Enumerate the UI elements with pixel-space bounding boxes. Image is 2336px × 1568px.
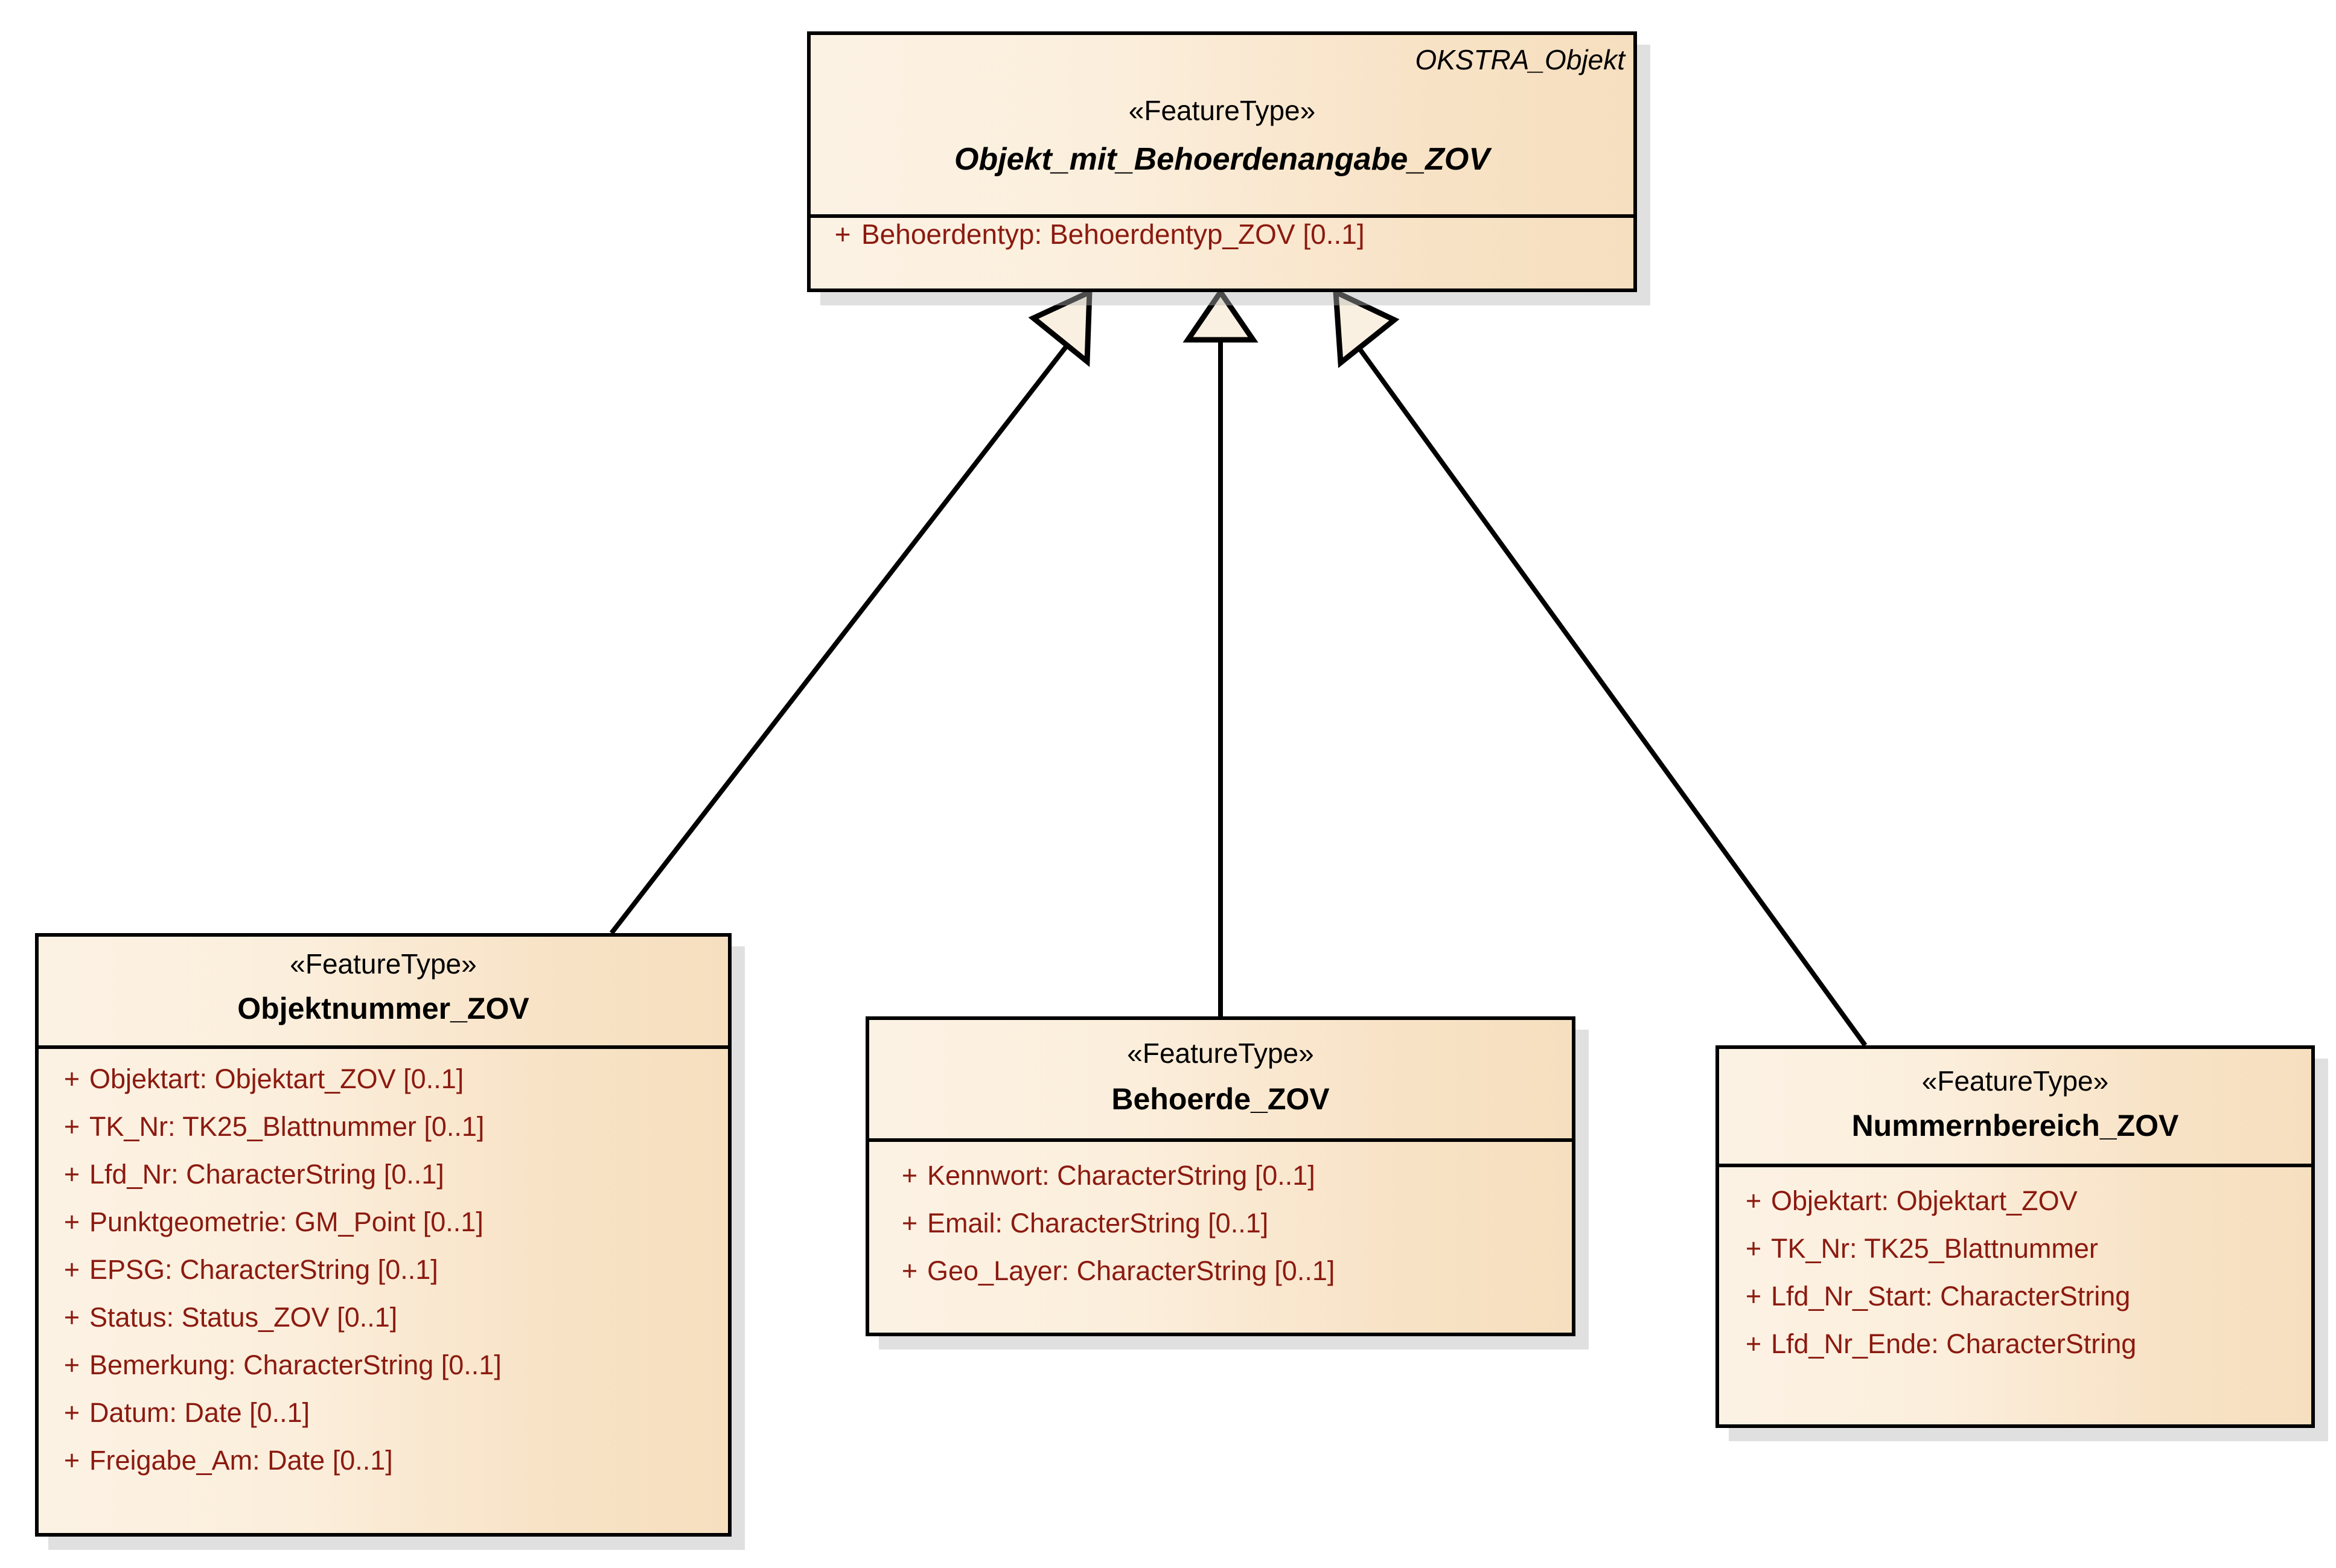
attribute-label: Freigabe_Am: Date [0..1] xyxy=(89,1445,393,1476)
qualified-name-label: OKSTRA_Objekt xyxy=(1415,44,1625,75)
class-box-behoerde-zov[interactable]: «FeatureType» Behoerde_ZOV + Kennwort: C… xyxy=(866,1016,1575,1336)
visibility-marker: + xyxy=(1745,1281,1762,1311)
attribute-label: TK_Nr: TK25_Blattnummer xyxy=(1771,1233,2098,1264)
visibility-marker: + xyxy=(63,1397,80,1428)
attribute-label: Geo_Layer: CharacterString [0..1] xyxy=(927,1255,1335,1286)
attribute-label: EPSG: CharacterString [0..1] xyxy=(89,1254,438,1285)
compartment-divider xyxy=(39,1045,728,1049)
visibility-marker: + xyxy=(63,1159,80,1190)
attribute-compartment: + Objektart: Objektart_ZOV [0..1] + TK_N… xyxy=(39,1049,728,1493)
stereotype-label: «FeatureType» xyxy=(1127,1037,1314,1069)
visibility-marker: + xyxy=(901,1160,918,1191)
attribute-row: + Lfd_Nr_Start: CharacterString xyxy=(1719,1281,2311,1328)
generalization-arrowhead-triangle xyxy=(1182,287,1259,343)
attribute-row: + Behoerdentyp: Behoerdentyp_ZOV [0..1] xyxy=(811,218,1633,273)
class-box-objekt-mit-behoerdenangabe-zov[interactable]: OKSTRA_Objekt «FeatureType» Objekt_mit_B… xyxy=(807,31,1637,292)
attribute-compartment: + Behoerdentyp: Behoerdentyp_ZOV [0..1] xyxy=(811,218,1633,273)
compartment-divider xyxy=(811,214,1633,218)
visibility-marker: + xyxy=(63,1302,80,1333)
attribute-compartment: + Kennwort: CharacterString [0..1] + Ema… xyxy=(869,1142,1572,1303)
attribute-label: Datum: Date [0..1] xyxy=(89,1397,310,1428)
stereotype-label: «FeatureType» xyxy=(290,948,477,980)
attribute-row: + Bemerkung: CharacterString [0..1] xyxy=(39,1350,728,1397)
attribute-label: Lfd_Nr: CharacterString [0..1] xyxy=(89,1159,444,1190)
class-box-objektnummer-zov[interactable]: «FeatureType» Objektnummer_ZOV + Objekta… xyxy=(35,933,732,1537)
compartment-divider xyxy=(869,1138,1572,1142)
class-header: «FeatureType» Objektnummer_ZOV xyxy=(39,937,728,1024)
attribute-label: Status: Status_ZOV [0..1] xyxy=(89,1302,398,1333)
class-name-label: Objektnummer_ZOV xyxy=(237,992,529,1025)
visibility-marker: + xyxy=(63,1350,80,1380)
attribute-label: Objektart: Objektart_ZOV [0..1] xyxy=(89,1063,464,1094)
attribute-row: + TK_Nr: TK25_Blattnummer [0..1] xyxy=(39,1111,728,1159)
visibility-marker: + xyxy=(834,218,851,250)
visibility-marker: + xyxy=(1745,1185,1762,1216)
compartment-divider xyxy=(1719,1164,2311,1167)
attribute-row: + Lfd_Nr_Ende: CharacterString xyxy=(1719,1328,2311,1376)
visibility-marker: + xyxy=(1745,1233,1762,1264)
generalization-line xyxy=(609,338,1074,935)
attribute-row: + Kennwort: CharacterString [0..1] xyxy=(869,1160,1572,1208)
class-name-label: Behoerde_ZOV xyxy=(1111,1082,1330,1116)
attribute-label: Punktgeometrie: GM_Point [0..1] xyxy=(89,1206,483,1237)
attribute-row: + Freigabe_Am: Date [0..1] xyxy=(39,1445,728,1493)
attribute-row: + Punktgeometrie: GM_Point [0..1] xyxy=(39,1206,728,1254)
class-box-nummernbereich-zov[interactable]: «FeatureType» Nummernbereich_ZOV + Objek… xyxy=(1715,1045,2315,1428)
visibility-marker: + xyxy=(63,1445,80,1476)
attribute-label: Objektart: Objektart_ZOV xyxy=(1771,1185,2078,1216)
attribute-row: + Objektart: Objektart_ZOV xyxy=(1719,1185,2311,1233)
attribute-row: + EPSG: CharacterString [0..1] xyxy=(39,1254,728,1302)
class-header: «FeatureType» Nummernbereich_ZOV xyxy=(1719,1049,2311,1141)
class-name-label: Objekt_mit_Behoerdenangabe_ZOV xyxy=(954,142,1490,177)
visibility-marker: + xyxy=(63,1111,80,1142)
generalization-arrowhead-triangle xyxy=(1332,287,1400,368)
attribute-label: Bemerkung: CharacterString [0..1] xyxy=(89,1350,502,1380)
attribute-row: + Objektart: Objektart_ZOV [0..1] xyxy=(39,1063,728,1111)
attribute-compartment-spacer xyxy=(869,1142,1572,1160)
attribute-label: Email: CharacterString [0..1] xyxy=(927,1208,1269,1238)
stereotype-label: «FeatureType» xyxy=(1128,95,1316,126)
generalization-nummernbereich xyxy=(1332,287,1868,1047)
visibility-marker: + xyxy=(901,1208,918,1238)
attribute-row: + Geo_Layer: CharacterString [0..1] xyxy=(869,1255,1572,1303)
visibility-marker: + xyxy=(1745,1328,1762,1359)
attribute-label: Lfd_Nr_Start: CharacterString xyxy=(1771,1281,2131,1311)
attribute-compartment: + Objektart: Objektart_ZOV + TK_Nr: TK25… xyxy=(1719,1167,2311,1376)
visibility-marker: + xyxy=(63,1063,80,1094)
visibility-marker: + xyxy=(901,1255,918,1286)
attribute-row: + Lfd_Nr: CharacterString [0..1] xyxy=(39,1159,728,1206)
visibility-marker: + xyxy=(63,1254,80,1285)
generalization-line xyxy=(1351,339,1868,1047)
class-header: OKSTRA_Objekt «FeatureType» Objekt_mit_B… xyxy=(811,35,1633,175)
class-header: «FeatureType» Behoerde_ZOV xyxy=(869,1020,1572,1114)
generalization-objektnummer xyxy=(609,287,1093,935)
visibility-marker: + xyxy=(63,1206,80,1237)
generalization-behoerde xyxy=(1182,287,1259,1016)
stereotype-label: «FeatureType» xyxy=(1921,1065,2109,1097)
attribute-label: Behoerdentyp: Behoerdentyp_ZOV [0..1] xyxy=(861,218,1365,250)
generalization-arrowhead-triangle xyxy=(1028,287,1093,368)
attribute-compartment-spacer xyxy=(1719,1167,2311,1185)
attribute-row: + TK_Nr: TK25_Blattnummer xyxy=(1719,1233,2311,1281)
attribute-label: Kennwort: CharacterString [0..1] xyxy=(927,1160,1315,1191)
attribute-row: + Email: CharacterString [0..1] xyxy=(869,1208,1572,1255)
attribute-label: TK_Nr: TK25_Blattnummer [0..1] xyxy=(89,1111,485,1142)
attribute-row: + Datum: Date [0..1] xyxy=(39,1397,728,1445)
attribute-row: + Status: Status_ZOV [0..1] xyxy=(39,1302,728,1350)
attribute-compartment-spacer xyxy=(39,1049,728,1063)
class-name-label: Nummernbereich_ZOV xyxy=(1851,1109,2179,1143)
attribute-label: Lfd_Nr_Ende: CharacterString xyxy=(1771,1328,2137,1359)
